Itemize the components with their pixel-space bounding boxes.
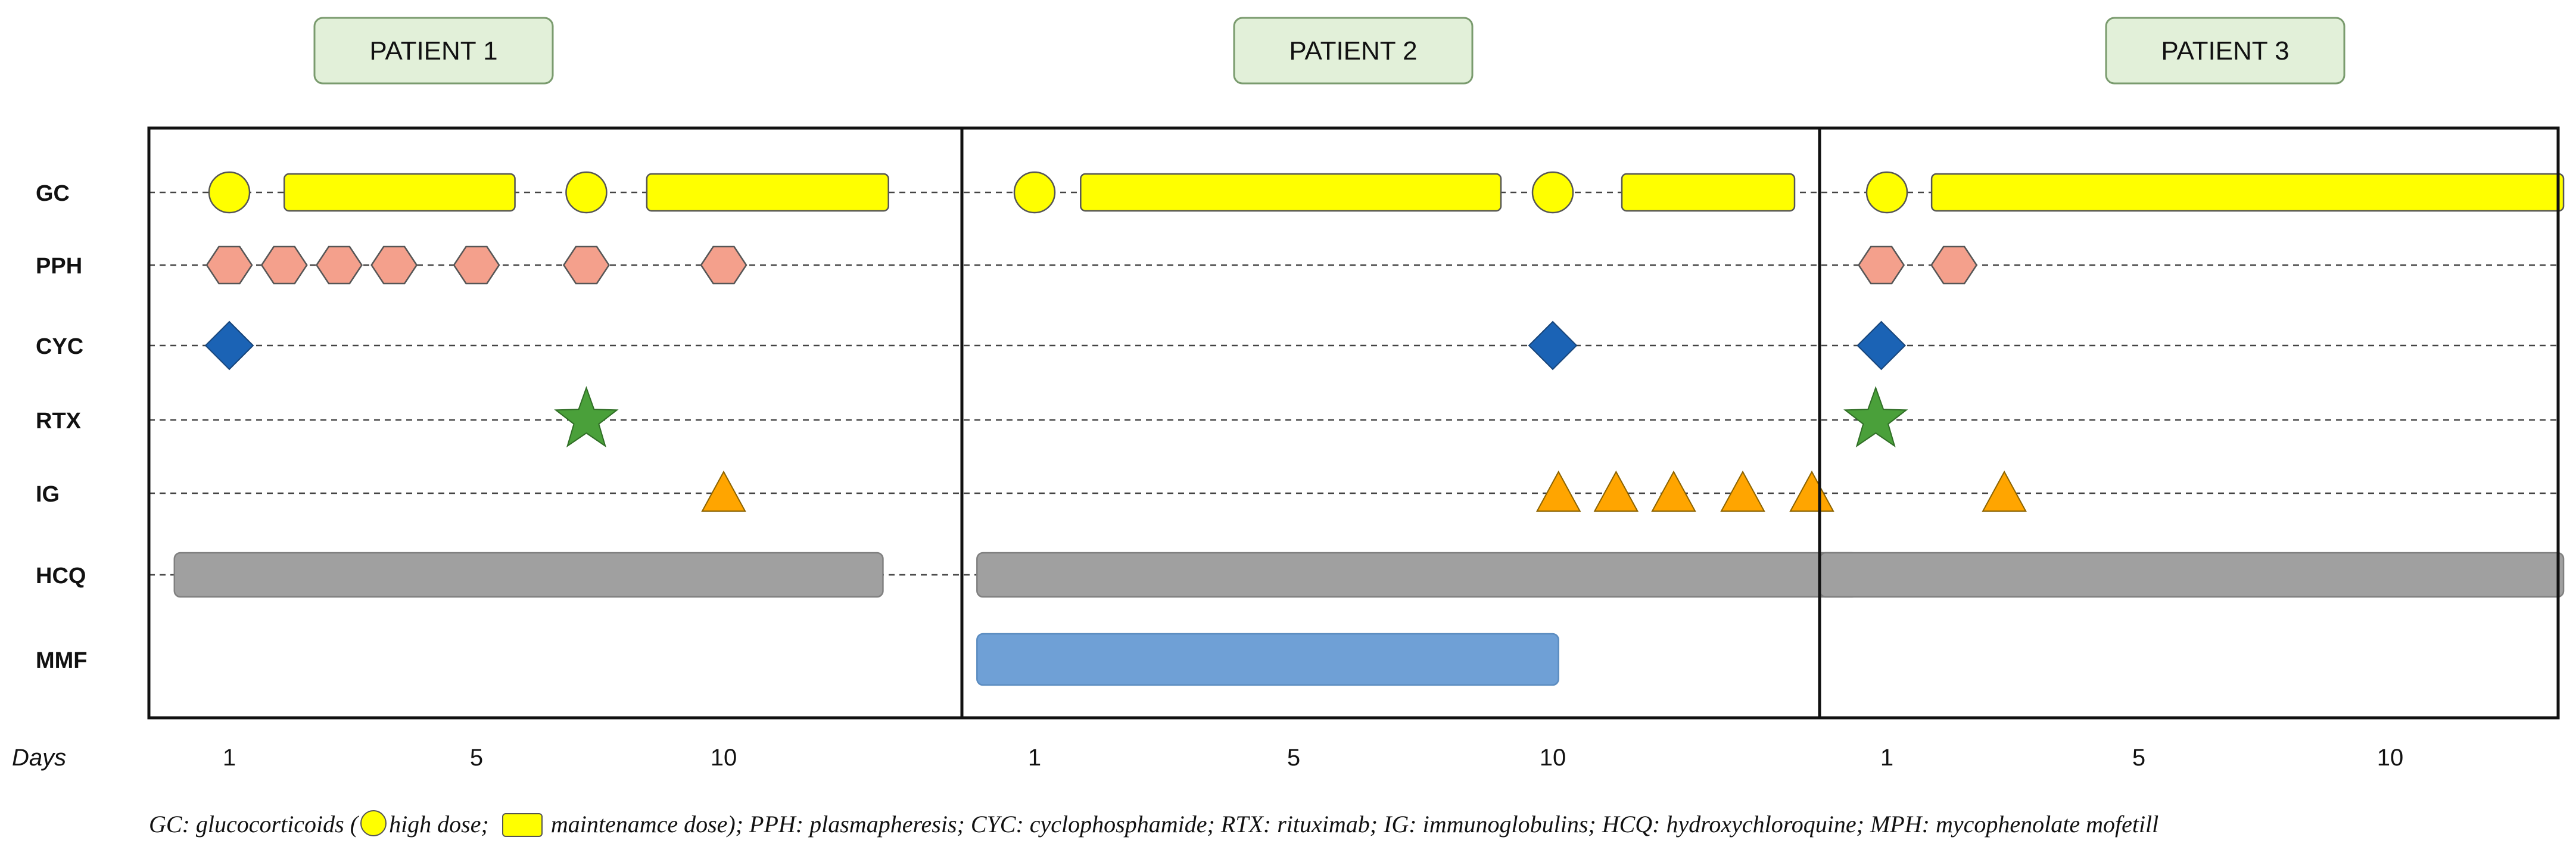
gc-high-dose-circle-p1-1 xyxy=(565,171,608,214)
row-label-cyc: CYC xyxy=(36,334,83,359)
pph-hexagon-p1-4 xyxy=(453,245,500,285)
gc-high-dose-circle-p3-0 xyxy=(1865,171,1908,214)
gc-high-dose-circle-p2-0 xyxy=(1013,171,1056,214)
ig-triangle-p1-0 xyxy=(701,470,746,512)
gc-high-dose-circle-p1-0 xyxy=(208,171,251,214)
pph-hexagon-p1-1 xyxy=(260,245,308,285)
day-tick-p3-1: 5 xyxy=(2132,745,2145,771)
ig-triangle-p2-2 xyxy=(1651,470,1696,512)
rtx-star-p1-0 xyxy=(554,386,619,448)
cyc-diamond-p2-0 xyxy=(1528,320,1578,371)
row-label-mmf: MMF xyxy=(36,648,88,673)
pph-hexagon-p1-2 xyxy=(315,245,363,285)
patient-header-3 xyxy=(2105,17,2346,85)
day-tick-p1-2: 10 xyxy=(711,745,737,771)
high-dose-legend-icon xyxy=(360,810,387,836)
mmf-bar-p2-0 xyxy=(976,633,1559,686)
timeline-frame xyxy=(147,126,2560,720)
patient-header-label-3: PATIENT 3 xyxy=(2161,36,2289,66)
ig-triangle-p2-3 xyxy=(1720,470,1765,512)
gc-high-dose-circle-p2-1 xyxy=(1531,171,1574,214)
gc-maintenance-bar-p1-0 xyxy=(283,173,516,212)
maintenance-dose-legend-icon xyxy=(502,813,543,837)
caption-high-dose: high dose; xyxy=(389,811,489,838)
day-tick-p3-0: 1 xyxy=(1880,745,1893,771)
patient-header-1 xyxy=(313,17,554,85)
legend-caption: GC: glucocorticoids ( high dose; maintenam… xyxy=(149,810,2531,843)
row-label-rtx: RTX xyxy=(36,409,82,434)
ig-triangle-p2-1 xyxy=(1593,470,1639,512)
ig-triangle-p2-4 xyxy=(1789,470,1834,512)
pph-hexagon-p1-0 xyxy=(205,245,253,285)
ig-triangle-p2-0 xyxy=(1535,470,1581,512)
patient-header-label-1: PATIENT 1 xyxy=(369,36,497,66)
gc-maintenance-bar-p1-1 xyxy=(646,173,889,212)
gc-maintenance-bar-p3-0 xyxy=(1930,173,2565,212)
caption-part-2: maintenamce dose); PPH: plasmapheresis; … xyxy=(550,811,2159,838)
hcq-bar-p1-0 xyxy=(173,552,884,598)
pph-hexagon-p3-1 xyxy=(1930,245,1978,285)
cyc-diamond-p3-0 xyxy=(1857,320,1907,371)
patient-header-label-2: PATIENT 2 xyxy=(1289,36,1417,66)
day-tick-p3-2: 10 xyxy=(2377,745,2404,771)
day-tick-p2-2: 10 xyxy=(1540,745,1566,771)
pph-hexagon-p3-0 xyxy=(1858,245,1905,285)
cyc-diamond-p1-0 xyxy=(204,320,254,371)
gc-maintenance-bar-p2-1 xyxy=(1621,173,1796,212)
day-tick-p2-1: 5 xyxy=(1287,745,1300,771)
pph-hexagon-p1-3 xyxy=(370,245,418,285)
ig-triangle-p3-0 xyxy=(1982,470,2027,512)
hcq-bar-p2-0 xyxy=(976,552,1859,598)
days-label: Days xyxy=(12,745,66,771)
row-label-gc: GC xyxy=(36,181,70,206)
row-label-ig: IG xyxy=(36,482,60,507)
gc-maintenance-bar-p2-0 xyxy=(1080,173,1502,212)
row-label-pph: PPH xyxy=(36,254,82,279)
hcq-bar-p3-0 xyxy=(1819,552,2565,598)
day-tick-p2-0: 1 xyxy=(1028,745,1041,771)
pph-hexagon-p1-5 xyxy=(562,245,610,285)
day-tick-p1-0: 1 xyxy=(223,745,236,771)
rtx-star-p3-0 xyxy=(1843,386,1908,448)
pph-hexagon-p1-6 xyxy=(700,245,747,285)
caption-part-1: GC: glucocorticoids ( xyxy=(149,811,359,838)
patient-header-2 xyxy=(1233,17,1474,85)
day-tick-p1-1: 5 xyxy=(470,745,483,771)
row-label-hcq: HCQ xyxy=(36,564,86,589)
